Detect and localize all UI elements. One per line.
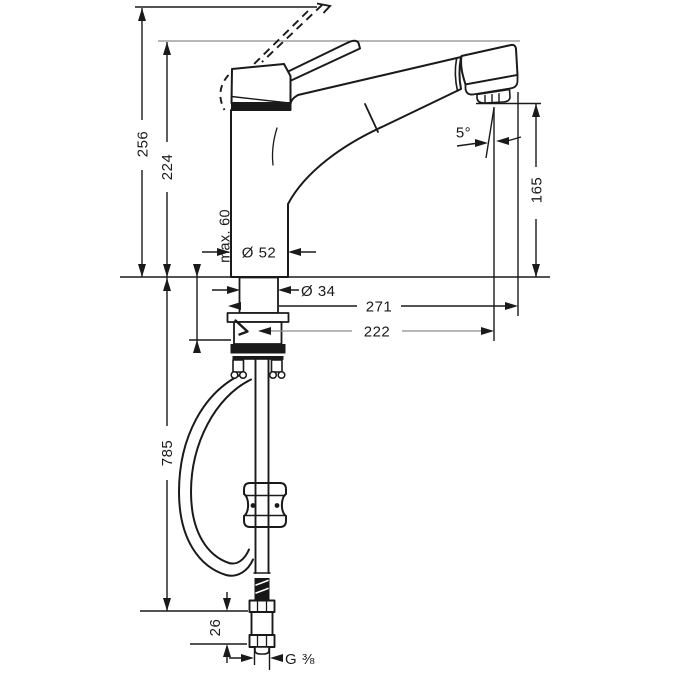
aerator-slots bbox=[484, 93, 500, 103]
pullout-spray-head bbox=[460, 43, 519, 86]
arrowhead bbox=[505, 302, 518, 310]
hose-loop-outer bbox=[178, 372, 254, 577]
label-connector-length: 26 bbox=[207, 619, 224, 637]
dim-spout-reach bbox=[258, 327, 494, 335]
arrowhead bbox=[217, 248, 230, 256]
handle-base-band bbox=[231, 103, 291, 110]
dim-shank-diameter bbox=[212, 286, 299, 294]
dim-max-counter-thickness bbox=[193, 264, 201, 353]
hose-loop-inner bbox=[190, 378, 252, 565]
arrowhead bbox=[532, 264, 540, 277]
dashed-lever-edge-lower bbox=[249, 10, 309, 69]
arrowhead bbox=[163, 278, 171, 291]
fitting-hex-upper bbox=[248, 599, 276, 613]
dim-thread-size bbox=[229, 647, 283, 670]
dim-body-diameter bbox=[202, 248, 316, 256]
hex-facet-lines bbox=[256, 600, 268, 613]
screw-foot bbox=[238, 370, 248, 380]
arrowhead bbox=[288, 248, 301, 256]
weight-screw-dot bbox=[274, 503, 280, 508]
dashed-handle-arc bbox=[219, 74, 230, 111]
label-spout-reach: 222 bbox=[364, 324, 391, 341]
label-lever-height: 224 bbox=[159, 154, 176, 181]
label-max-counter-thickness: max. 60 bbox=[218, 209, 234, 263]
arrowhead bbox=[532, 104, 540, 117]
handle-block bbox=[230, 63, 292, 104]
body-contour-line bbox=[271, 127, 278, 166]
arrowhead bbox=[223, 644, 231, 657]
dashed-lever-edge-upper bbox=[261, 4, 323, 63]
spray-head-separation-line bbox=[364, 103, 379, 133]
arrowhead bbox=[241, 654, 254, 662]
hose-guide-detail bbox=[234, 319, 249, 336]
dashed-lever-tip bbox=[316, 2, 332, 14]
under-counter-assembly bbox=[178, 276, 290, 655]
arrowhead bbox=[228, 302, 241, 310]
arrowhead bbox=[475, 139, 488, 147]
faucet-body-group bbox=[230, 39, 519, 278]
handle-bevel-line bbox=[230, 95, 290, 104]
handle-raised-position bbox=[219, 2, 332, 111]
hose-weight bbox=[243, 482, 287, 528]
arrowhead bbox=[138, 264, 146, 277]
label-shank-diameter: Ø 34 bbox=[301, 283, 336, 300]
screw-foot bbox=[268, 370, 278, 380]
knurl-highlights bbox=[255, 579, 269, 594]
screw-foot bbox=[230, 370, 239, 380]
arrowhead bbox=[278, 286, 291, 294]
label-total-height: 256 bbox=[135, 131, 152, 158]
faucet-body-and-spout-arm bbox=[230, 56, 462, 278]
dim-total-height bbox=[138, 8, 146, 277]
label-hose-length: 785 bbox=[159, 440, 176, 467]
hose-weight-cap-lines bbox=[244, 494, 286, 517]
fitting-hex-lower bbox=[248, 634, 276, 648]
hex-facet-lines bbox=[256, 634, 268, 648]
angle-line-5deg bbox=[485, 107, 495, 159]
arrowhead bbox=[258, 327, 271, 335]
spray-head-chin bbox=[464, 74, 519, 96]
spout-joint-line bbox=[454, 58, 459, 92]
arrowhead bbox=[496, 137, 509, 145]
label-body-diameter: Ø 52 bbox=[242, 245, 277, 262]
screw-foot bbox=[277, 370, 286, 380]
dim-lever-height bbox=[163, 42, 171, 277]
dim-hose-length bbox=[163, 277, 171, 611]
thread-tip bbox=[254, 646, 270, 655]
dimension-labels: 256 224 785 max. 60 26 165 Ø 52 Ø 34 271… bbox=[135, 125, 546, 669]
mounting-screw-right bbox=[270, 359, 283, 373]
dimension-annotations bbox=[135, 6, 541, 670]
supply-hose-straight bbox=[254, 359, 270, 574]
mounting-nut-upper bbox=[230, 344, 286, 354]
handle-lever bbox=[282, 39, 361, 82]
dim-connector-length bbox=[223, 592, 231, 663]
arrowhead bbox=[163, 42, 171, 55]
arrowhead bbox=[270, 654, 283, 662]
arrowhead bbox=[227, 286, 240, 294]
label-outlet-angle: 5° bbox=[456, 125, 471, 142]
mounting-screw-left bbox=[232, 359, 245, 373]
dim-outlet-height bbox=[532, 104, 540, 277]
mounting-nut-lower bbox=[232, 356, 284, 360]
label-thread-size: G ⅜ bbox=[285, 651, 315, 668]
fitting-cylinder bbox=[250, 611, 274, 636]
weight-screw-dot bbox=[250, 503, 256, 508]
arrowhead bbox=[223, 598, 231, 611]
dim-total-reach bbox=[228, 302, 518, 310]
arrowhead bbox=[193, 264, 201, 277]
arrowhead bbox=[138, 8, 146, 21]
arrowhead bbox=[163, 264, 171, 277]
arrowhead bbox=[163, 598, 171, 611]
label-outlet-height: 165 bbox=[529, 177, 546, 204]
arrowhead bbox=[481, 327, 494, 335]
arrowhead bbox=[193, 340, 201, 353]
mounting-shank bbox=[238, 276, 279, 314]
dim-outlet-angle bbox=[456, 136, 522, 147]
label-total-reach: 271 bbox=[366, 299, 393, 316]
